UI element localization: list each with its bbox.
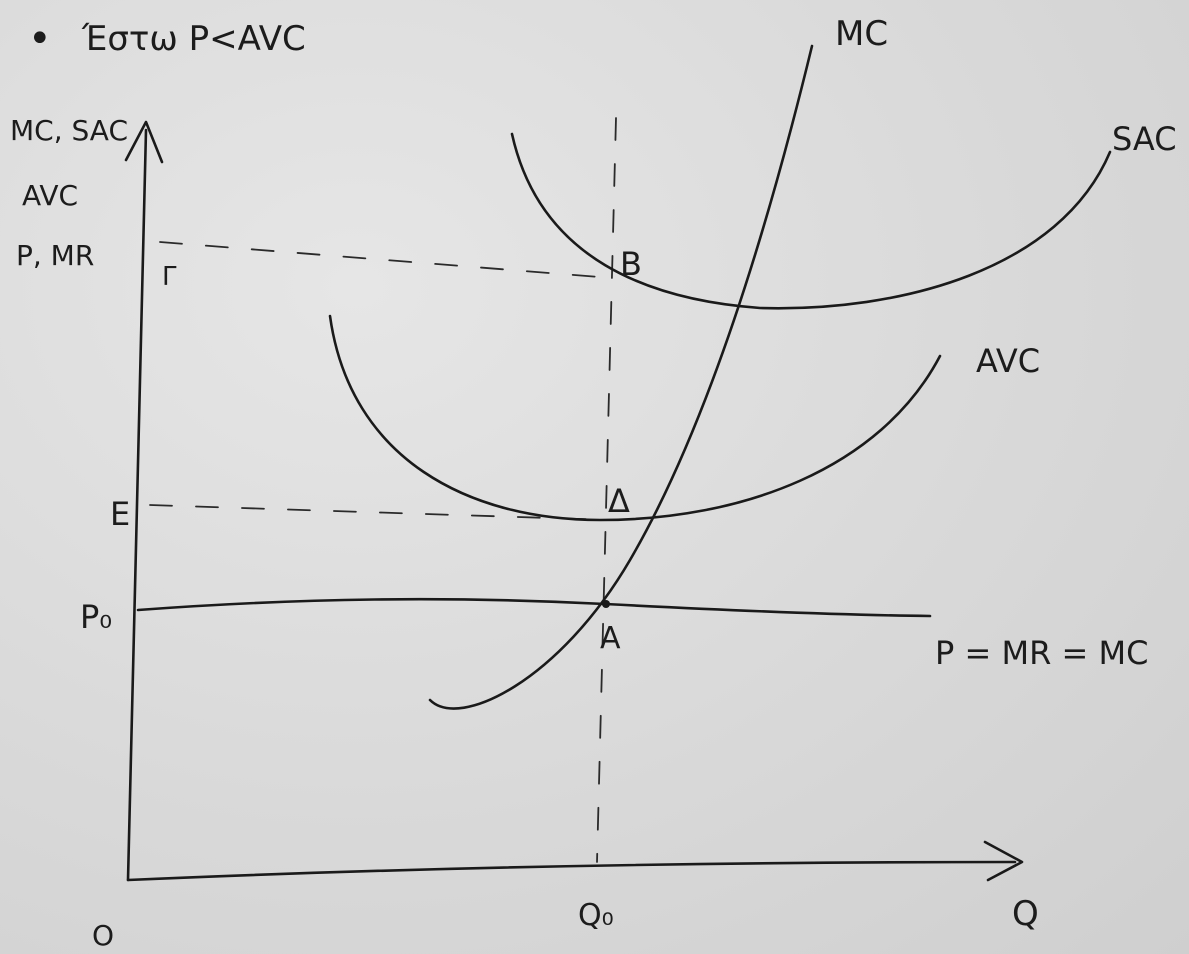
price-line [136,597,932,618]
heading-bullet: • [28,16,52,62]
y-axis-arrowhead [124,120,164,164]
x-axis [126,860,1017,882]
q0-label: Q₀ [578,898,614,933]
price-line-label: P = MR = MC [935,634,1148,672]
y-axis [126,128,148,882]
y-axis-label-line3: P, MR [16,239,94,272]
heading-text: Έστω P<AVC [81,19,306,59]
y-axis-label-line2: AVC [22,179,78,212]
y-axis-label-line1: MC, SAC [10,114,128,147]
sac-curve [510,132,1112,310]
p0-label: P₀ [80,598,112,636]
gamma-dashed-line [159,241,613,279]
origin-label: O [92,919,114,952]
sac-label: SAC [1112,120,1177,158]
x-axis-arrowhead [983,840,1024,882]
avc-curve [328,314,942,522]
mc-label: MC [835,14,888,54]
point-delta-label: Δ [608,482,630,520]
gamma-label: Γ [162,262,177,292]
avc-label: AVC [976,342,1040,380]
point-a-label: A [600,621,621,656]
epsilon-dashed-line [149,504,611,521]
point-b-label: B [620,245,642,283]
q0-dashed-line [596,117,617,863]
mc-curve [428,44,814,710]
point-a-marker [602,600,610,608]
x-axis-label: Q [1012,894,1039,934]
epsilon-label: Ε [110,495,130,533]
